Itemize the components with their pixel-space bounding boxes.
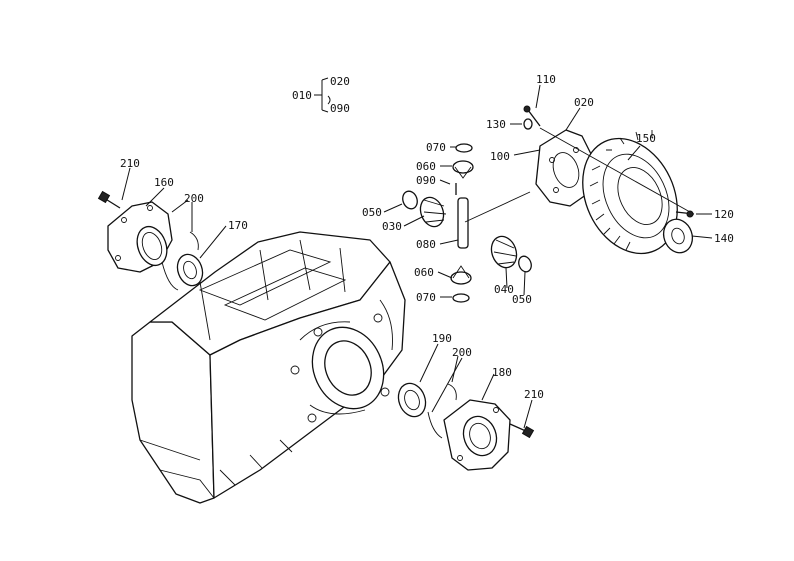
callout-labels: 010 020 090 110 020 130 150 100 070 060 … xyxy=(120,73,734,401)
callout-170: 170 xyxy=(228,219,248,232)
callout-070-bottom: 070 xyxy=(416,291,436,304)
callout-070-top: 070 xyxy=(426,141,446,154)
transmission-case xyxy=(131,231,406,504)
callout-150: 150 xyxy=(636,132,656,145)
callout-020-top: 020 xyxy=(330,75,350,88)
callout-080: 080 xyxy=(416,238,436,251)
left-bearing-170 xyxy=(176,253,204,287)
callout-200-left: 200 xyxy=(184,192,204,205)
bolt-110 xyxy=(527,109,541,127)
callout-010: 010 xyxy=(292,89,312,102)
callout-020: 020 xyxy=(574,96,594,109)
callout-110: 110 xyxy=(536,73,556,86)
side-gear-030 xyxy=(419,196,445,228)
callout-040: 040 xyxy=(494,283,514,296)
callout-160: 160 xyxy=(154,176,174,189)
washer-070-bottom xyxy=(452,293,470,303)
washer-050-right xyxy=(518,255,532,273)
differential-center-parts xyxy=(402,143,532,303)
callout-090: 090 xyxy=(416,174,436,187)
pinion-060-bottom xyxy=(450,271,472,285)
callout-130: 130 xyxy=(486,118,506,131)
side-gear-040 xyxy=(490,235,518,269)
callout-180: 180 xyxy=(492,366,512,379)
callout-190: 190 xyxy=(432,332,452,345)
right-bearing-190 xyxy=(397,382,427,418)
callout-210-left: 210 xyxy=(120,157,140,170)
callout-060-bottom: 060 xyxy=(414,266,434,279)
left-shim-200 xyxy=(161,261,179,291)
flange-140 xyxy=(662,218,694,254)
washer-070-top xyxy=(455,143,473,153)
washer-130 xyxy=(523,118,533,130)
callout-120: 120 xyxy=(714,208,734,221)
callout-050-right: 050 xyxy=(512,293,532,306)
callout-030: 030 xyxy=(382,220,402,233)
shaft-080 xyxy=(457,197,469,249)
callout-140: 140 xyxy=(714,232,734,245)
callout-050-left: 050 xyxy=(362,206,382,219)
callout-200-right: 200 xyxy=(452,346,472,359)
right-cover-assembly xyxy=(397,382,535,471)
callout-090-top: 090 xyxy=(330,102,350,115)
callout-060-top: 060 xyxy=(416,160,436,173)
diff-case-ring-gear xyxy=(523,105,695,255)
left-cover-assembly xyxy=(97,190,204,291)
right-shim-200 xyxy=(427,411,443,439)
pinion-060-top xyxy=(452,160,474,174)
callout-210-right: 210 xyxy=(524,388,544,401)
washer-050-left xyxy=(402,190,418,210)
leader-lines xyxy=(121,77,713,429)
callout-100: 100 xyxy=(490,150,510,163)
